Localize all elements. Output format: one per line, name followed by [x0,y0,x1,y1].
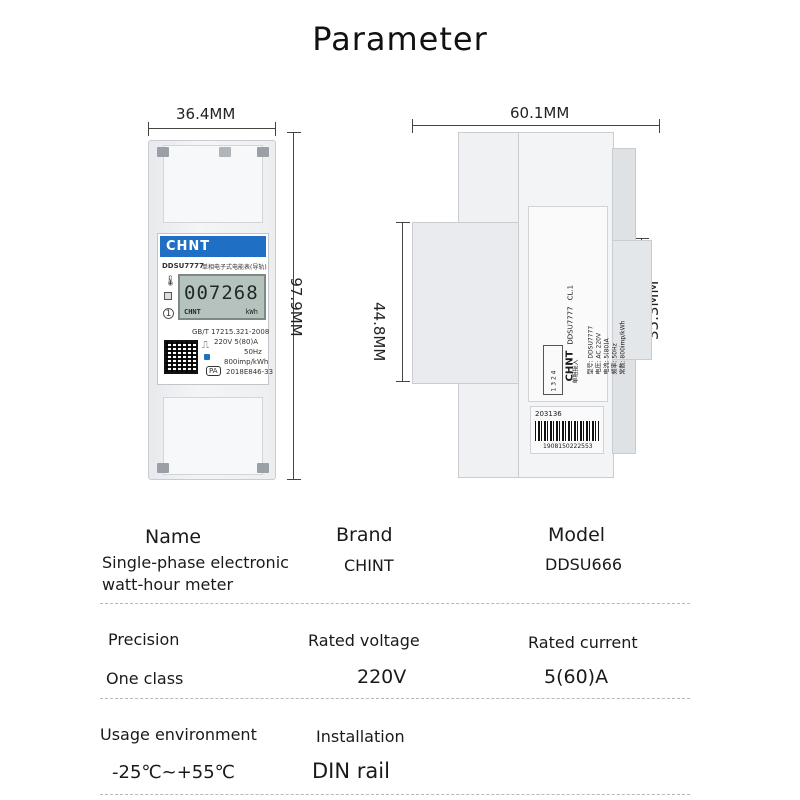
side-width-label: 60.1MM [510,104,570,122]
class-one-icon: 1 [163,308,174,319]
model-number: DDSU7777 [162,262,204,270]
model-value: DDSU666 [545,555,623,574]
wiring-text: 单相接入 [572,359,580,384]
current-value: 5(60)A [544,666,609,688]
name-value-line2: watt-hour meter [102,575,234,594]
sensor-icon [164,292,172,300]
pa-mark-icon: PA [206,366,221,376]
voltage-value: 220V [357,666,407,688]
name-label: Name [145,526,202,548]
environment-value: -25℃~+55℃ [112,762,235,783]
row-divider-1 [100,603,690,604]
terminal-diagram: 1 3 2 4 [543,345,563,395]
side-model: DDSU7777 [566,306,574,345]
barcode-sticker: 203136 1908150222553 [530,406,604,454]
name-value-line1: Single-phase electronic [102,553,289,572]
lcd-reading: 007268 [184,282,259,304]
side-label-card: CHNT DDSU7777 CL.1 型号: DDSU7777 电压: AC 2… [528,206,627,402]
front-panel: CHNT DDSU7777 单相电子式电能表(导轨) 🌡 1 007268 CH… [157,233,273,385]
precision-value: One class [106,669,184,688]
model-subtitle: 单相电子式电能表(导轨) [202,264,267,271]
bottom-terminal-cover [163,397,263,475]
side-spec-4: 常数: 800imp/kWh [619,320,627,375]
installation-label: Installation [316,727,405,746]
pulse-icon: ⎍ [202,340,209,351]
pulse-led-icon [204,354,210,360]
installation-value: DIN rail [312,759,390,783]
rating-text: 220V 5(80)A [214,338,258,346]
page-title: Parameter [312,20,488,58]
front-height-label: 97.9MM [287,277,305,337]
lcd-brand: CHNT [184,308,201,316]
front-width-label: 36.4MM [176,105,236,123]
thermometer-icon: 🌡 [164,276,177,287]
cert-text: 2018E846-33 [226,368,274,376]
brand-logo: CHNT [160,236,266,257]
lcd-unit: kWh [245,308,258,316]
voltage-label: Rated voltage [308,631,420,650]
side-left-height-label: 44.8MM [370,302,388,362]
current-label: Rated current [528,633,638,652]
row-divider-2 [100,698,690,699]
front-meter-image: CHNT DDSU7777 单相电子式电能表(导轨) 🌡 1 007268 CH… [148,140,276,480]
brand-label: Brand [336,524,393,546]
precision-label: Precision [108,630,180,649]
top-terminal-cover [163,145,263,223]
lcd-display: 007268 CHNT kWh [178,274,266,320]
terminal-numbers: 1 3 2 4 [550,370,558,392]
barcode-short-code: 203136 [535,410,562,418]
qr-code [164,340,198,374]
row-divider-3 [100,794,690,795]
brand-value: CHINT [344,556,394,575]
standard-text: GB/T 17215.321-2008 [192,328,270,336]
frequency-text: 50Hz [244,348,262,356]
environment-label: Usage environment [100,725,257,744]
model-label: Model [548,524,606,546]
barcode-number: 1908150222553 [543,443,593,450]
barcode [535,421,599,441]
side-class-mark: CL.1 [566,284,574,301]
constant-text: 800imp/kWh [224,358,269,366]
